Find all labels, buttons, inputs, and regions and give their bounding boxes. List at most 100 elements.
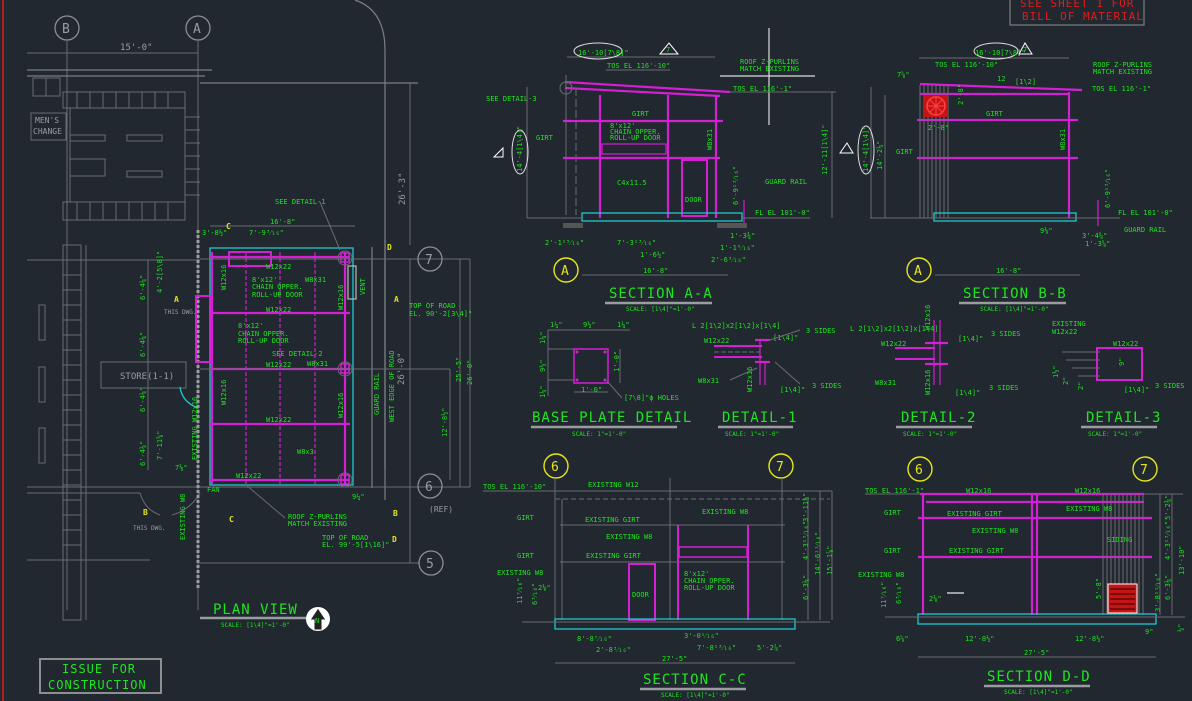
svg-text:L 2[1\2]x2[1\2]x[1\4]: L 2[1\2]x2[1\2]x[1\4]: [692, 322, 781, 330]
svg-text:4'-3¹⁵⁄₁₆": 4'-3¹⁵⁄₁₆": [1164, 521, 1172, 560]
svg-text:7⅛": 7⅛": [175, 463, 188, 472]
svg-text:THIS DWG.: THIS DWG.: [133, 525, 166, 532]
svg-text:TOS EL 116'-1": TOS EL 116'-1": [865, 487, 924, 495]
svg-text:16'-8": 16'-8": [270, 218, 295, 226]
svg-text:GUARD RAIL: GUARD RAIL: [1124, 226, 1166, 234]
svg-text:WEST EDGE OF ROAD: WEST EDGE OF ROAD: [388, 350, 396, 422]
svg-text:1'-0": 1'-0": [613, 351, 621, 372]
section-marker-c[interactable]: C: [229, 515, 234, 524]
svg-text:DOOR: DOOR: [632, 591, 650, 599]
svg-text:9¼": 9¼": [352, 493, 365, 501]
section-marker-a[interactable]: A: [174, 295, 179, 304]
svg-text:SCALE: 1"=1'-0": SCALE: 1"=1'-0": [725, 431, 779, 438]
svg-text:15'-1⅞": 15'-1⅞": [826, 545, 834, 575]
svg-text:W12x22: W12x22: [266, 263, 291, 271]
svg-text:5'-2¾": 5'-2¾": [1164, 495, 1172, 520]
svg-text:7: 7: [1023, 46, 1027, 54]
svg-text:5'-8": 5'-8": [1095, 578, 1103, 599]
louver-vent-icon: [1107, 583, 1138, 614]
svg-text:3'-0¹⁄₁₆": 3'-0¹⁄₁₆": [684, 632, 719, 640]
svg-text:6'-9¹⁵⁄₁₆": 6'-9¹⁵⁄₁₆": [1104, 169, 1112, 208]
svg-text:VENT: VENT: [359, 277, 367, 295]
svg-text:8'x12': 8'x12': [252, 276, 277, 284]
svg-text:EL. 90'-2[3\4]": EL. 90'-2[3\4]": [409, 310, 472, 318]
section-marker-d[interactable]: D: [387, 243, 392, 252]
svg-text:[1\4]": [1\4]": [780, 386, 805, 394]
svg-text:SCALE: [1\4]"=1'-0": SCALE: [1\4]"=1'-0": [661, 692, 730, 699]
svg-text:A: A: [561, 264, 569, 279]
svg-text:ROLL-UP DOOR: ROLL-UP DOOR: [238, 337, 289, 345]
svg-text:TOS EL 116'-10": TOS EL 116'-10": [483, 483, 546, 491]
svg-text:12: 12: [997, 75, 1005, 83]
svg-text:3'-4⅝": 3'-4⅝": [1082, 232, 1107, 240]
svg-text:5'-2⅞": 5'-2⅞": [757, 644, 782, 652]
svg-text:2⅛": 2⅛": [929, 594, 942, 603]
svg-text:6³⁄₁₆": 6³⁄₁₆": [895, 582, 903, 604]
svg-text:SCALE: 1"=1'-0": SCALE: 1"=1'-0": [903, 431, 957, 438]
svg-text:W12x22: W12x22: [704, 337, 729, 345]
svg-text:1¼": 1¼": [539, 331, 547, 344]
svg-text:6'-4¼": 6'-4¼": [139, 441, 147, 466]
svg-text:3 SIDES: 3 SIDES: [1155, 382, 1185, 390]
svg-text:SCALE: [1\4]"=1'-0": SCALE: [1\4]"=1'-0": [1004, 689, 1073, 696]
bom-note-line2: BILL OF MATERIAL: [1022, 10, 1144, 23]
svg-text:W12x22: W12x22: [1052, 328, 1077, 336]
grid-bubble-7: [417, 246, 443, 272]
svg-text:26'-3": 26'-3": [398, 172, 408, 205]
svg-text:6: 6: [915, 463, 923, 478]
svg-text:14'-4[1\4]": 14'-4[1\4]": [516, 126, 524, 172]
section-dd-title: SECTION D-D: [987, 669, 1091, 685]
section-marker-b[interactable]: B: [143, 508, 148, 517]
section-marker-d[interactable]: D: [392, 535, 397, 544]
svg-text:GIRT: GIRT: [986, 110, 1004, 118]
svg-text:FL EL 101'-0": FL EL 101'-0": [755, 209, 810, 217]
svg-text:SCALE: [1\4]"=1'-0": SCALE: [1\4]"=1'-0": [626, 306, 695, 313]
svg-text:[7\8]"ϕ HOLES: [7\8]"ϕ HOLES: [624, 394, 679, 402]
svg-text:6³⁄₁₆": 6³⁄₁₆": [531, 583, 539, 605]
svg-text:EXISTING W12: EXISTING W12: [588, 481, 639, 489]
svg-text:GUARD RAIL: GUARD RAIL: [765, 178, 807, 186]
svg-text:16'-10[7\8]": 16'-10[7\8]": [578, 49, 629, 57]
svg-text:ROOF Z-PURLINS: ROOF Z-PURLINS: [288, 513, 347, 521]
svg-text:3 SIDES: 3 SIDES: [991, 330, 1021, 338]
svg-text:W8x3: W8x3: [297, 448, 314, 456]
svg-text:GIRT: GIRT: [517, 552, 535, 560]
svg-text:SEE DETAIL-1: SEE DETAIL-1: [275, 198, 326, 206]
svg-text:[1\2]: [1\2]: [1015, 78, 1036, 86]
north-arrow-icon: N: [306, 607, 330, 631]
svg-text:7: 7: [1140, 463, 1148, 478]
grid-bubble-6-section-dd: [907, 456, 933, 482]
svg-text:1'-0": 1'-0": [581, 386, 602, 394]
section-marker-b[interactable]: B: [393, 509, 398, 518]
svg-text:TOS EL 116'-1": TOS EL 116'-1": [1092, 85, 1151, 93]
svg-text:25'-5": 25'-5": [455, 357, 463, 382]
svg-text:2⅛": 2⅛": [538, 583, 551, 592]
svg-text:W8x31: W8x31: [1059, 129, 1067, 150]
svg-text:ROLL-UP DOOR: ROLL-UP DOOR: [610, 134, 661, 142]
svg-text:27'-5": 27'-5": [1024, 649, 1049, 657]
svg-text:W12x22: W12x22: [266, 306, 291, 314]
section-cc-title: SECTION C-C: [643, 672, 747, 688]
base-plate-detail: 1¼" 9½" 1¼" 1¼" 9½" 1¼" 1'-0" 1'-0" [7\8…: [531, 321, 691, 438]
svg-text:MATCH EXISTING: MATCH EXISTING: [288, 520, 347, 528]
svg-text:14'-2¼": 14'-2¼": [876, 140, 884, 170]
section-marker-c[interactable]: C: [226, 222, 231, 231]
svg-text:7'-9³⁄₁₆": 7'-9³⁄₁₆": [249, 229, 284, 237]
svg-text:9": 9": [1145, 628, 1153, 636]
grid-bubble-a-section-bb: [906, 257, 932, 283]
svg-text:FL EL 101'-0": FL EL 101'-0": [1118, 209, 1173, 217]
section-marker-a[interactable]: A: [394, 295, 399, 304]
detail-2: L 2[1\2]x2[1\2]x[1\4] W12x22 W8x31 W12x1…: [850, 305, 1021, 438]
svg-text:SCALE: [1\4]"=1'-0": SCALE: [1\4]"=1'-0": [221, 622, 290, 629]
svg-text:W12x16: W12x16: [220, 380, 228, 405]
svg-text:1'-3¾": 1'-3¾": [730, 232, 755, 240]
svg-text:CHAIN OPPER.: CHAIN OPPER.: [252, 283, 303, 291]
svg-text:27'-5": 27'-5": [662, 655, 687, 663]
svg-text:1'-1⁹⁄₁₆": 1'-1⁹⁄₁₆": [720, 244, 755, 252]
svg-text:EXISTING W8: EXISTING W8: [858, 571, 904, 579]
svg-text:1½": 1½": [1052, 365, 1060, 378]
bom-note: SEE SHEET 1 FOR BILL OF MATERIAL: [1009, 0, 1145, 26]
svg-text:7: 7: [666, 46, 670, 54]
svg-text:[1\4]": [1\4]": [1124, 386, 1149, 394]
